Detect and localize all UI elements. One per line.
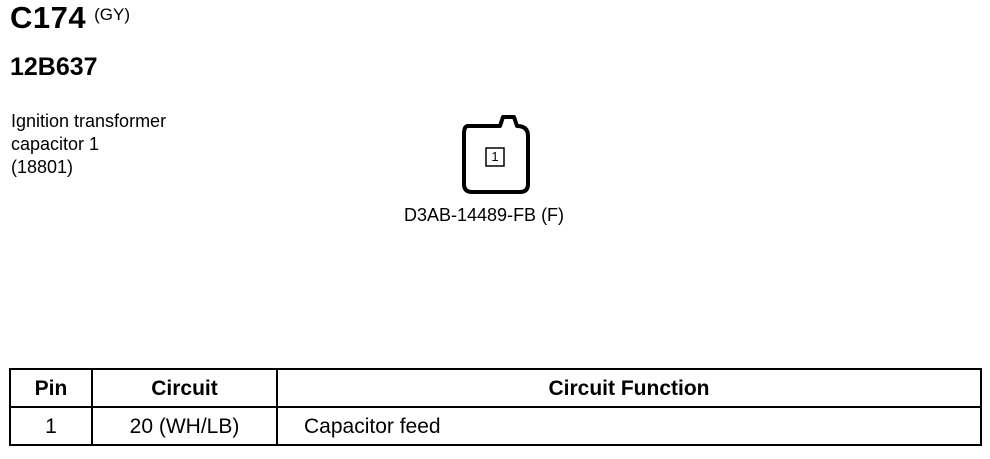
pin-number-label: 1 bbox=[491, 149, 499, 164]
cell-circuit-function: Capacitor feed bbox=[276, 406, 982, 446]
table-header-row: Pin Circuit Circuit Function bbox=[9, 368, 982, 408]
connector-outline bbox=[462, 115, 530, 194]
column-header-pin: Pin bbox=[9, 368, 93, 408]
connector-face-diagram: 1 bbox=[458, 114, 536, 198]
pin-cavity bbox=[485, 147, 505, 167]
table-row: 1 20 (WH/LB) Capacitor feed bbox=[9, 406, 982, 446]
connector-part-number: D3AB-14489-FB (F) bbox=[404, 205, 565, 225]
description-line: (18801) bbox=[11, 157, 74, 177]
description-line: Ignition transformer bbox=[11, 111, 167, 131]
cell-pin: 1 bbox=[9, 406, 93, 446]
connector-title: C174 (GY) bbox=[10, 2, 130, 33]
column-header-circuit: Circuit bbox=[91, 368, 278, 408]
connector-id: C174 bbox=[10, 0, 87, 35]
component-description: Ignition transformer capacitor 1 (18801) bbox=[11, 110, 166, 179]
description-line: capacitor 1 bbox=[11, 134, 100, 154]
component-part-number: 12B637 bbox=[10, 53, 98, 81]
cell-circuit: 20 (WH/LB) bbox=[91, 406, 278, 446]
column-header-circuit-function: Circuit Function bbox=[276, 368, 982, 408]
pinout-table: Pin Circuit Circuit Function 1 20 (WH/LB… bbox=[9, 368, 982, 446]
connector-color-code: (GY) bbox=[94, 5, 130, 24]
